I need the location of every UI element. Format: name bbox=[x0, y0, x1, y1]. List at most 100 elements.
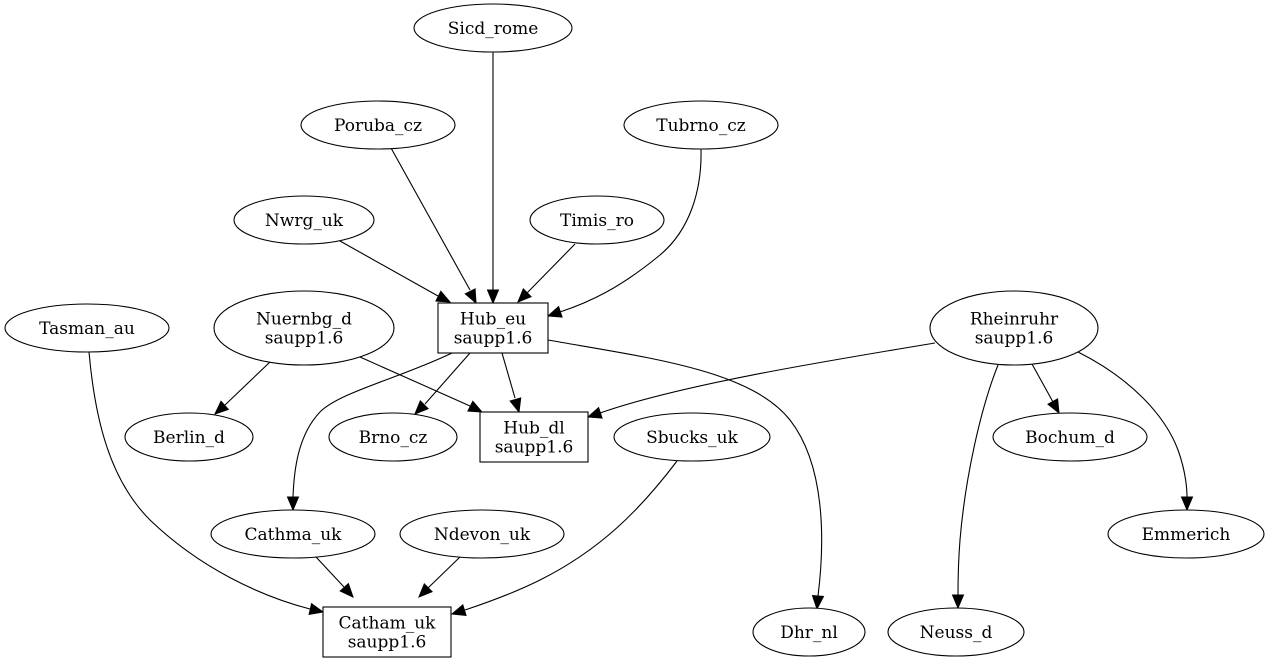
arrowhead bbox=[586, 406, 603, 419]
edge-tubrno_cz-to-hub_eu bbox=[546, 148, 702, 318]
edge-hub_eu-to-brno_cz bbox=[414, 352, 471, 415]
arrowhead bbox=[286, 496, 300, 512]
edge-line bbox=[1077, 351, 1188, 498]
arrowhead bbox=[450, 604, 467, 617]
node-ndevon-uk: Ndevon_uk bbox=[399, 509, 565, 559]
edges-layer bbox=[88, 52, 1194, 617]
node-emmerich: Emmerich bbox=[1107, 509, 1265, 559]
node-sublabel: saupp1.6 bbox=[495, 438, 574, 458]
node-sublabel: saupp1.6 bbox=[265, 329, 344, 349]
node-label: Emmerich bbox=[1142, 525, 1231, 545]
node-sicd-rome: Sicd_rome bbox=[413, 3, 573, 53]
node-label: Cathma_uk bbox=[245, 525, 343, 545]
edge-hub_eu-to-cathma_uk bbox=[286, 352, 453, 512]
node-label: Hub_eu bbox=[460, 310, 526, 330]
node-label: Poruba_cz bbox=[334, 116, 422, 136]
node-ellipse bbox=[929, 290, 1099, 366]
node-label: Tasman_au bbox=[39, 319, 135, 339]
arrowhead bbox=[308, 602, 325, 616]
node-box bbox=[479, 411, 589, 463]
edge-line bbox=[957, 364, 999, 596]
node-ellipse bbox=[992, 412, 1148, 462]
edge-line bbox=[599, 342, 936, 414]
node-ellipse bbox=[300, 100, 456, 150]
node-ellipse bbox=[233, 195, 375, 245]
node-ellipse bbox=[399, 509, 565, 559]
node-ellipse bbox=[210, 509, 376, 559]
edge-line bbox=[88, 351, 311, 610]
edge-line bbox=[501, 352, 516, 399]
node-nwrg-uk: Nwrg_uk bbox=[233, 195, 375, 245]
edge-sicd_rome-to-hub_eu bbox=[486, 52, 500, 305]
edge-hub_eu-to-dhr_nl bbox=[547, 339, 825, 611]
edge-sbucks_uk-to-catham_uk bbox=[450, 460, 678, 617]
edge-rheinruhr-to-bochum_d bbox=[1031, 363, 1060, 415]
arrowhead bbox=[339, 582, 354, 598]
edge-poruba_cz-to-hub_eu bbox=[390, 147, 477, 305]
node-label: Timis_ro bbox=[560, 211, 634, 231]
arrowhead bbox=[414, 400, 429, 415]
arrowhead bbox=[418, 583, 433, 598]
arrowhead bbox=[435, 290, 452, 303]
node-brno-cz: Brno_cz bbox=[328, 412, 458, 462]
node-ellipse bbox=[213, 290, 395, 366]
node-tubrno-cz: Tubrno_cz bbox=[623, 100, 779, 150]
node-sublabel: saupp1.6 bbox=[348, 633, 427, 653]
edge-tasman_au-to-catham_uk bbox=[88, 351, 325, 616]
arrowhead bbox=[467, 400, 484, 413]
edge-rheinruhr-to-emmerich bbox=[1077, 351, 1194, 512]
node-label: Sbucks_uk bbox=[646, 428, 738, 448]
node-ellipse bbox=[529, 195, 665, 245]
arrowhead bbox=[1180, 496, 1194, 512]
edge-line bbox=[359, 356, 471, 407]
node-neuss-d: Neuss_d bbox=[887, 607, 1025, 657]
edge-ndevon_uk-to-catham_uk bbox=[418, 556, 461, 598]
edge-line bbox=[390, 147, 471, 291]
edge-line bbox=[292, 352, 453, 498]
node-sublabel: saupp1.6 bbox=[454, 329, 533, 349]
node-sbucks-uk: Sbucks_uk bbox=[613, 412, 771, 462]
edge-timis_ro-to-hub_eu bbox=[517, 243, 576, 303]
edge-hub_eu-to-hub_dl bbox=[501, 352, 522, 414]
arrowhead bbox=[546, 305, 563, 318]
node-label: Ndevon_uk bbox=[434, 525, 531, 545]
node-bochum-d: Bochum_d bbox=[992, 412, 1148, 462]
edge-nwrg_uk-to-hub_eu bbox=[339, 240, 452, 303]
node-timis-ro: Timis_ro bbox=[529, 195, 665, 245]
node-label: Nwrg_uk bbox=[265, 211, 344, 231]
edge-line bbox=[424, 352, 471, 405]
arrowhead bbox=[1047, 398, 1060, 415]
node-ellipse bbox=[613, 412, 771, 462]
edge-rheinruhr-to-hub_dl bbox=[586, 342, 936, 419]
edge-rheinruhr-to-neuss_d bbox=[951, 364, 999, 610]
node-ellipse bbox=[1107, 509, 1265, 559]
edge-line bbox=[224, 361, 271, 406]
node-label: Bochum_d bbox=[1025, 428, 1115, 448]
node-ellipse bbox=[4, 303, 170, 353]
node-cathma-uk: Cathma_uk bbox=[210, 509, 376, 559]
edge-line bbox=[315, 556, 345, 588]
node-ellipse bbox=[413, 3, 573, 53]
arrowhead bbox=[811, 595, 825, 611]
edge-nuernbg_d-to-hub_dl bbox=[359, 356, 484, 413]
arrowhead bbox=[214, 400, 230, 415]
node-tasman-au: Tasman_au bbox=[4, 303, 170, 353]
arrowhead bbox=[486, 289, 500, 305]
arrowhead bbox=[951, 594, 965, 610]
node-box bbox=[437, 302, 549, 354]
node-ellipse bbox=[887, 607, 1025, 657]
node-label: Nuernbg_d bbox=[256, 310, 352, 330]
edge-line bbox=[559, 148, 702, 313]
arrowhead bbox=[517, 288, 532, 303]
node-ellipse bbox=[124, 412, 254, 462]
arrowhead bbox=[464, 288, 477, 305]
node-label: Hub_dl bbox=[503, 419, 564, 439]
node-label: Dhr_nl bbox=[780, 623, 838, 643]
node-label: Brno_cz bbox=[359, 428, 428, 448]
node-ellipse bbox=[623, 100, 779, 150]
